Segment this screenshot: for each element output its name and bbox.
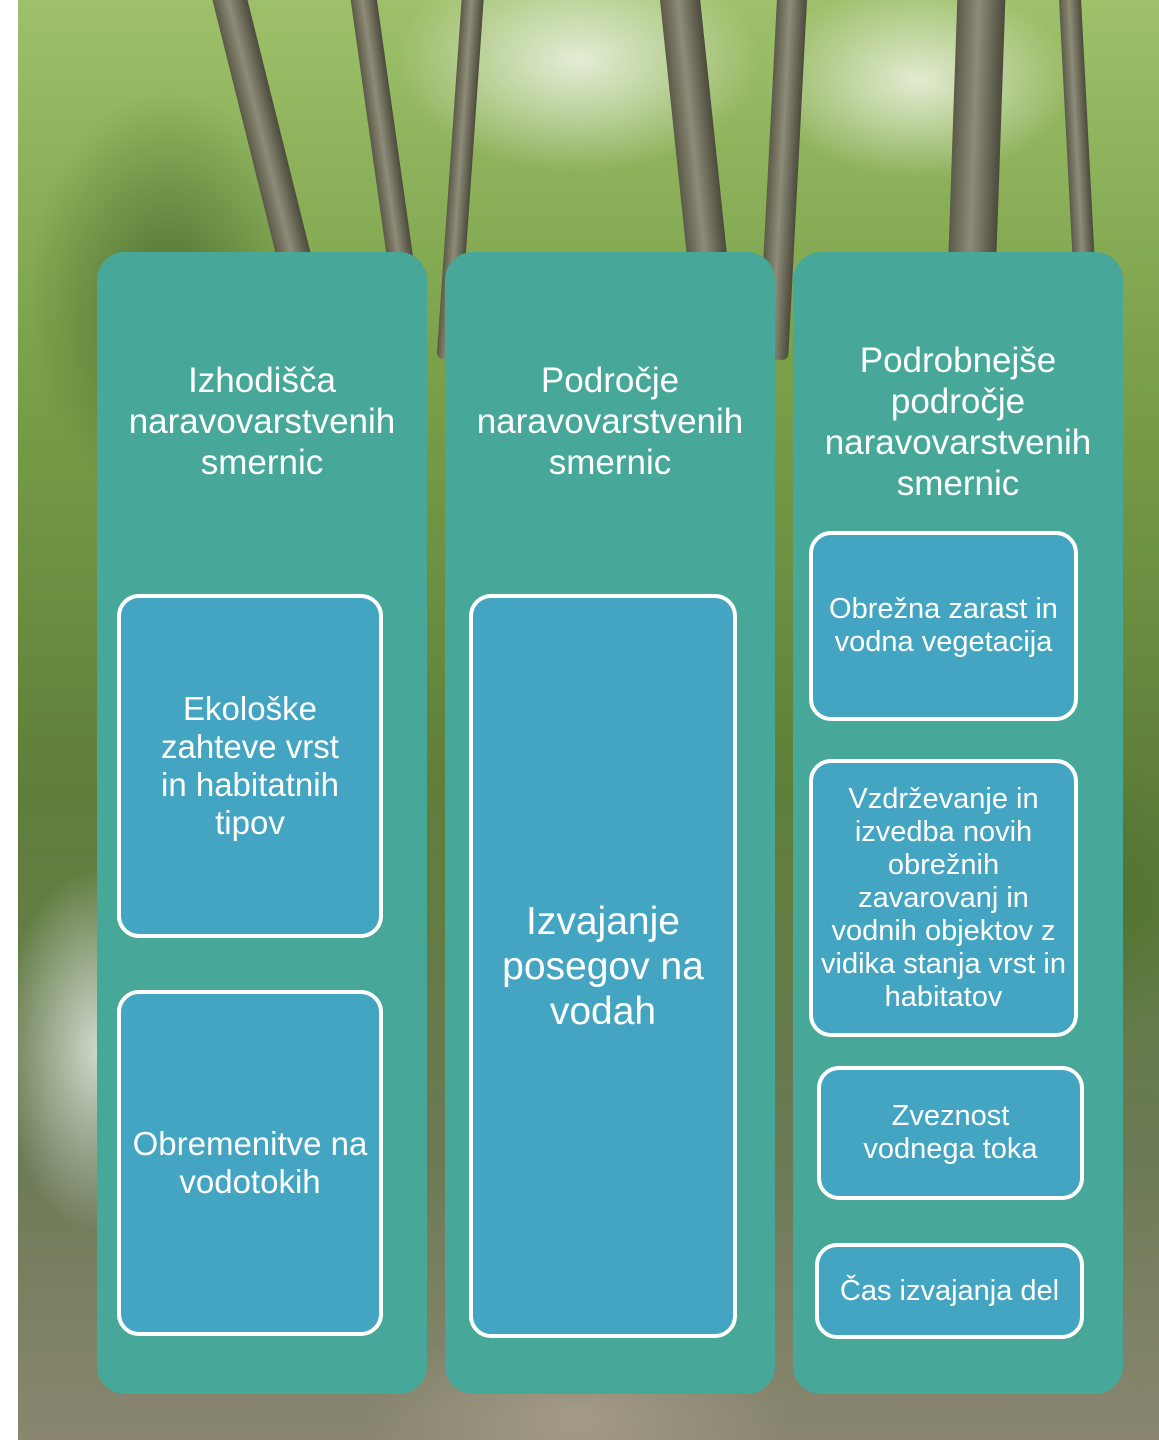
box-label: Zveznost vodnega toka [863, 1100, 1038, 1165]
box-ekoloske-zahteve: Ekološke zahteve vrst in habitatnih tipo… [117, 594, 383, 938]
box-label: Obremenitve na vodotokih [132, 1125, 368, 1200]
box-obremenitve: Obremenitve na vodotokih [117, 990, 383, 1336]
column-panel-podrobnejse: Podrobnejše področje naravovarstvenih sm… [793, 252, 1123, 1394]
column-title: Podrobnejše področje naravovarstvenih sm… [824, 341, 1092, 503]
column-panel-podrocje: Področje naravovarstvenih smernic Izvaja… [445, 252, 775, 1394]
box-label: Vzdrževanje in izvedba novih obrežnih za… [821, 782, 1066, 1013]
box-vzdrzevanje: Vzdrževanje in izvedba novih obrežnih za… [809, 759, 1078, 1037]
box-label: Izvajanje posegov na vodah [502, 899, 704, 1033]
box-label: Ekološke zahteve vrst in habitatnih tipo… [161, 690, 339, 841]
box-label: Čas izvajanja del [839, 1274, 1060, 1307]
box-obrezna-zarast: Obrežna zarast in vodna vegetacija [809, 531, 1078, 721]
box-izvajanje-posegov: Izvajanje posegov na vodah [469, 594, 737, 1338]
box-zveznost: Zveznost vodnega toka [817, 1066, 1084, 1200]
column-title: Področje naravovarstvenih smernic [476, 361, 744, 482]
column-panel-izhodisca: Izhodišča naravovarstvenih smernic Ekolo… [97, 252, 427, 1394]
box-label: Obrežna zarast in vodna vegetacija [829, 593, 1058, 658]
box-cas-izvajanja: Čas izvajanja del [815, 1243, 1084, 1339]
column-title: Izhodišča naravovarstvenih smernic [128, 361, 396, 482]
